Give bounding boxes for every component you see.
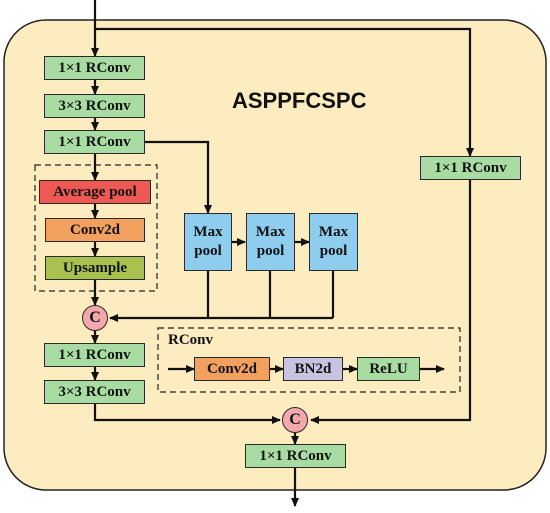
- concat-node: C: [82, 305, 108, 331]
- rconv-3x3-node: 3×3 RConv: [44, 94, 145, 118]
- rconv-1x1-node: 1×1 RConv: [44, 56, 145, 80]
- max-pool-node: Max pool: [184, 213, 232, 271]
- module-title: ASPPFCSPC: [232, 88, 367, 113]
- legend-bn2d-node: BN2d: [283, 357, 343, 381]
- max-pool-node: Max pool: [309, 213, 358, 271]
- legend-conv2d-node: Conv2d: [194, 357, 270, 381]
- rconv-3x3-node: 3×3 RConv: [44, 380, 145, 404]
- legend-relu-node: ReLU: [357, 357, 420, 381]
- concat-node: C: [282, 407, 308, 433]
- edge-conv-c-maxpool: [143, 140, 212, 214]
- average-pool-node: Average pool: [39, 180, 151, 204]
- upsample-node: Upsample: [45, 256, 145, 280]
- edge-conv-e-concat2: [93, 404, 281, 424]
- max-pool-node: Max pool: [246, 213, 295, 271]
- rconv-legend-label: RConv: [168, 332, 214, 348]
- edge-right-conv-concat2: [310, 180, 472, 424]
- conv2d-node: Conv2d: [45, 218, 145, 242]
- rconv-1x1-output-node: 1×1 RConv: [245, 444, 346, 468]
- rconv-1x1-node: 1×1 RConv: [44, 130, 145, 154]
- skip-connection-line: [95, 27, 474, 157]
- rconv-legend-group: [157, 327, 461, 393]
- rconv-1x1-node: 1×1 RConv: [44, 343, 145, 367]
- rconv-1x1-right-node: 1×1 RConv: [420, 156, 521, 180]
